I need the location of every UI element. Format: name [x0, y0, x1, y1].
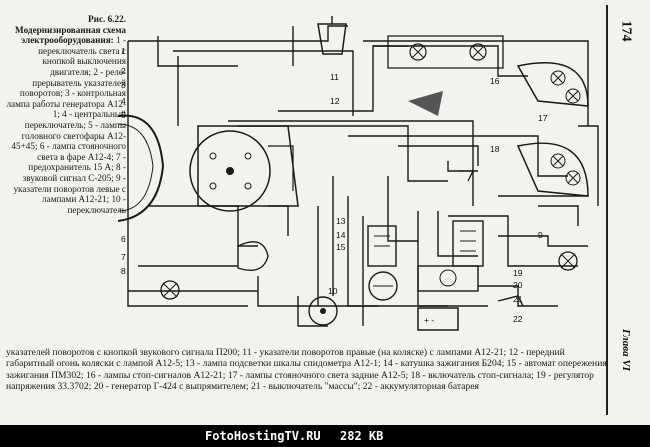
label-19: 19	[513, 268, 523, 278]
page-number: 174	[618, 20, 633, 42]
page-margin-rule	[606, 5, 608, 415]
book-page: Рис. 6.22. Модернизированная схема элект…	[0, 0, 650, 425]
label-3: 3	[121, 80, 126, 90]
label-13: 13	[336, 216, 346, 226]
label-18: 18	[490, 144, 500, 154]
label-16: 16	[490, 76, 500, 86]
label-8: 8	[121, 266, 126, 276]
label-11: 11	[330, 72, 339, 82]
label-21: 21	[513, 294, 523, 304]
file-size: 282 KB	[340, 429, 384, 443]
label-1: 1	[121, 46, 126, 56]
label-15: 15	[336, 242, 346, 252]
svg-text:+ -: + -	[424, 315, 434, 325]
host-site-name: FotoHostingTV.RU	[205, 429, 321, 443]
figure-caption: Рис. 6.22. Модернизированная схема элект…	[4, 14, 126, 215]
label-14: 14	[336, 230, 346, 240]
label-12: 12	[330, 96, 340, 106]
wiring-diagram: + - 1 2 3 4 5 6 7 8 9 10 11 12 13 14 15 …	[118, 16, 599, 331]
label-10: 10	[328, 286, 338, 296]
label-9: 9	[538, 230, 543, 240]
host-footer: FotoHostingTV.RU 282 KB	[0, 425, 650, 447]
chapter-label: Глава VI	[620, 329, 633, 371]
label-20: 20	[513, 280, 523, 290]
caption-text: 1 - переключатель света с кнопкой выключ…	[6, 35, 126, 215]
label-7: 7	[121, 252, 126, 262]
label-17: 17	[538, 113, 548, 123]
caption-title: Рис. 6.22. Модернизированная схема элект…	[15, 14, 126, 46]
caption-continuation: указателей поворотов с кнопкой звукового…	[6, 347, 607, 393]
label-4: 4	[121, 96, 126, 106]
label-22: 22	[513, 314, 523, 324]
label-5: 5	[121, 110, 126, 120]
label-2: 2	[121, 66, 126, 76]
label-6: 6	[121, 234, 126, 244]
